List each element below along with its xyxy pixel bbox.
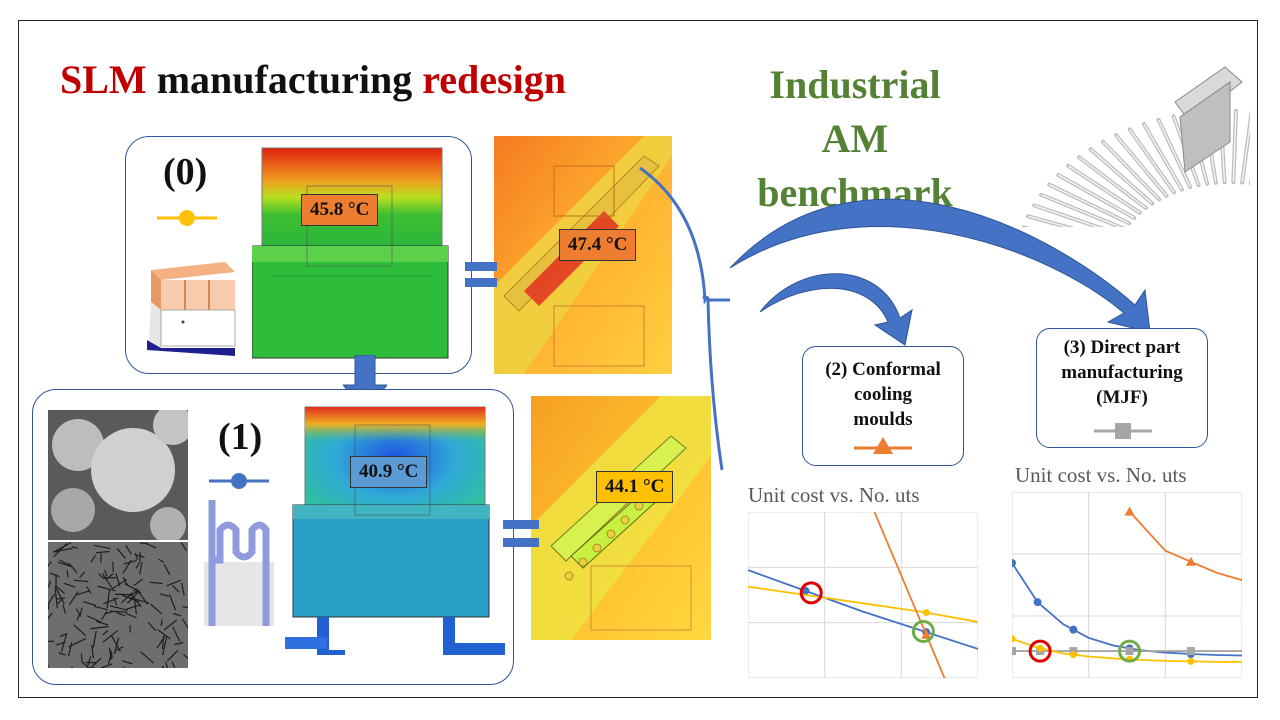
case-1-legend-marker [209, 473, 269, 489]
data-point-blue [1069, 625, 1078, 634]
data-point-blue [1033, 598, 1042, 607]
data-point-blue [1012, 558, 1016, 567]
arrow-to-moulds [759, 273, 913, 346]
case-1-detail-render [531, 396, 711, 640]
case-1-thermal-render [285, 406, 505, 655]
equals-top-0 [465, 262, 497, 271]
title-manufacturing: manufacturing [146, 57, 423, 102]
equals-bottom-1 [503, 538, 539, 547]
equals-bottom-0 [465, 278, 497, 287]
data-point-yellow [1012, 635, 1016, 643]
highlight-circle-0 [1028, 639, 1052, 663]
box3-line2: manufacturing [1061, 362, 1183, 383]
series-line-blue [748, 569, 978, 650]
case-1-label: (1) [218, 416, 263, 458]
data-point-orange [1124, 506, 1135, 516]
benchmark-line2: AM [821, 116, 889, 161]
slide-title: SLM manufacturing redesign [60, 56, 566, 103]
highlight-circle-1 [911, 620, 935, 644]
box2-line3: moulds [853, 409, 913, 430]
box2-legend-marker [854, 437, 912, 454]
data-point-gray [1069, 647, 1078, 656]
benchmark-connectors [639, 166, 1151, 471]
chart2-plot [1012, 492, 1242, 678]
box3-line1: (3) Direct part [1063, 337, 1181, 358]
title-redesign: redesign [422, 57, 566, 102]
chart1-title: Unit cost vs. No. uts [748, 483, 920, 507]
case-0-label: (0) [163, 151, 208, 193]
data-point-yellow [1069, 651, 1077, 659]
data-point-orange [1185, 556, 1196, 566]
fan-blade-render [1021, 66, 1250, 227]
slide-frame [18, 20, 1258, 698]
box2-line2: cooling [853, 384, 913, 405]
data-point-gray [1186, 647, 1195, 656]
data-point-yellow [922, 609, 930, 617]
equals-top-1 [503, 520, 539, 529]
powder-sem-image [48, 410, 188, 540]
case-0-temp-detail: 47.4 °C [559, 229, 637, 261]
chart2-title: Unit cost vs. No. uts [1015, 463, 1187, 487]
box3-legend-marker [1094, 423, 1152, 439]
title-slm: SLM [60, 57, 147, 102]
conformal-channel-image [200, 500, 278, 628]
case-1-temp-detail: 44.1 °C [596, 471, 674, 503]
benchmark-line1: Industrial [769, 62, 941, 107]
highlight-circle-1 [1118, 639, 1142, 663]
arrow-to-mjf [729, 198, 1151, 333]
series-line-yellow [748, 585, 978, 623]
microstructure-image [48, 542, 188, 668]
case-0-thermal-render [252, 147, 449, 359]
series-line-orange [873, 512, 946, 678]
case-0-temp-main: 45.8 °C [301, 194, 379, 226]
curly-brace [639, 166, 724, 471]
case-0-part-photo [147, 262, 236, 356]
case-0-legend-marker [157, 210, 217, 226]
highlight-circle-0 [799, 581, 823, 605]
box2-line1: (2) Conformal [825, 359, 941, 380]
data-point-gray [1012, 647, 1016, 656]
data-point-orange [921, 629, 932, 639]
data-point-gray [1125, 647, 1134, 656]
box3-line3: (MJF) [1096, 387, 1148, 408]
data-point-yellow [1187, 657, 1195, 665]
data-point-yellow [1036, 644, 1044, 652]
chart-plot-area [748, 512, 978, 678]
chart1-plot [748, 512, 978, 678]
case-1-temp-main: 40.9 °C [350, 456, 428, 488]
